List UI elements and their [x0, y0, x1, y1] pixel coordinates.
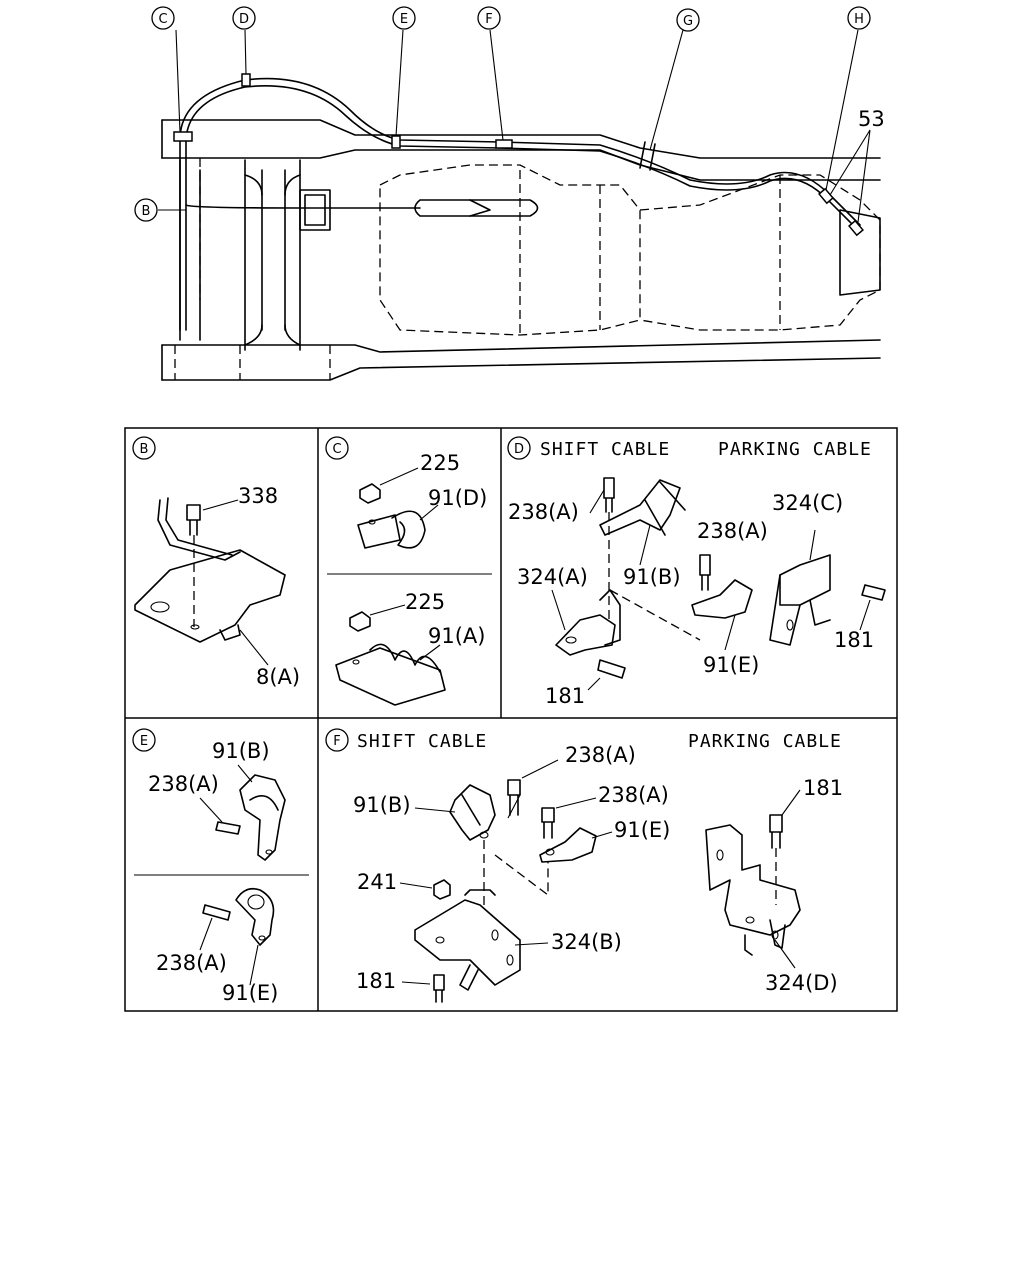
part-238a-f1-label: 238(A): [565, 743, 636, 767]
part-181-d2-label: 181: [834, 628, 874, 652]
part-8a-label: 8(A): [256, 665, 300, 689]
part-181-d-label: 181: [545, 684, 585, 708]
part-181-f2-label: 181: [803, 776, 843, 800]
svg-text:C: C: [158, 12, 167, 27]
callout-e: E: [392, 6, 416, 30]
panel-b: B 338 8(A): [132, 436, 300, 689]
part-238a-f2-label: 238(A): [598, 783, 669, 807]
callout-f: F: [477, 6, 501, 30]
panel-f-header-shift: SHIFT CABLE: [357, 731, 487, 752]
panel-c: C 225 91(D) 225 91(A): [325, 436, 487, 706]
part-91b-d-label: 91(B): [623, 565, 681, 589]
chassis-overview: [158, 29, 881, 381]
panel-f-header-parking: PARKING CABLE: [688, 731, 842, 752]
svg-text:G: G: [683, 14, 693, 29]
svg-text:B: B: [140, 442, 149, 457]
svg-text:C: C: [332, 442, 341, 457]
part-324c-label: 324(C): [772, 491, 843, 515]
part-324a-label: 324(A): [517, 565, 588, 589]
part-324d-label: 324(D): [765, 971, 838, 995]
callout-g: G: [676, 8, 700, 32]
panel-f: F SHIFT CABLE PARKING CABLE 238(A) 91(B)…: [325, 728, 843, 1003]
part-91d-label: 91(D): [428, 486, 487, 510]
panel-d: D SHIFT CABLE PARKING CABLE 181 238(A) 3…: [507, 436, 886, 708]
part-91e-d-label: 91(E): [703, 653, 759, 677]
svg-text:E: E: [400, 12, 408, 27]
part-238a-e1-label: 238(A): [148, 772, 219, 796]
svg-text:E: E: [140, 734, 148, 749]
svg-text:D: D: [239, 12, 249, 27]
part-338-label: 338: [238, 484, 278, 508]
callout-h: H: [847, 6, 871, 30]
part-181-f1-label: 181: [356, 969, 396, 993]
svg-text:F: F: [333, 734, 340, 749]
part-91b-e-label: 91(B): [212, 739, 270, 763]
callout-c: C: [151, 6, 175, 30]
part-91a-label: 91(A): [428, 624, 485, 648]
detail-grid: [124, 427, 898, 1012]
panel-d-header-shift: SHIFT CABLE: [540, 439, 670, 460]
part-53-label: 53: [858, 107, 885, 131]
part-225b-label: 225: [405, 590, 445, 614]
svg-text:H: H: [854, 12, 864, 27]
callout-d: D: [232, 6, 256, 30]
part-241-label: 241: [357, 870, 397, 894]
panel-d-header-parking: PARKING CABLE: [718, 439, 872, 460]
part-238a-d1-label: 238(A): [508, 500, 579, 524]
part-225-label: 225: [420, 451, 460, 475]
part-324b-label: 324(B): [551, 930, 622, 954]
part-91e-f-label: 91(E): [614, 818, 670, 842]
svg-text:F: F: [485, 12, 492, 27]
part-238a-d2-label: 238(A): [697, 519, 768, 543]
svg-text:D: D: [514, 442, 524, 457]
callout-b: B: [134, 198, 158, 222]
svg-text:B: B: [142, 204, 151, 219]
part-91b-f-label: 91(B): [353, 793, 411, 817]
part-238a-e2-label: 238(A): [156, 951, 227, 975]
panel-e: E 91(B) 238(A) 238(A) 91(E): [132, 728, 286, 1005]
